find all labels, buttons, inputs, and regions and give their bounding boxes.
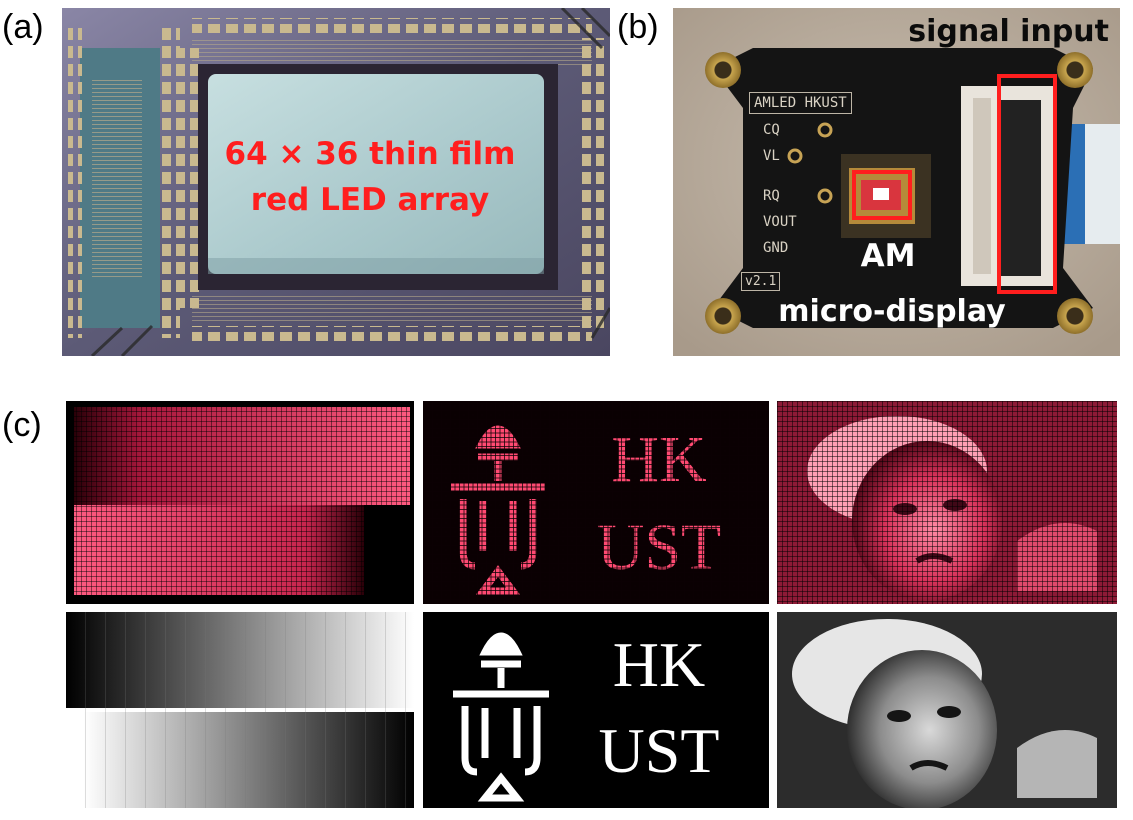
source-ust-text: UST [599, 715, 720, 786]
led-array-caption-line1: 64 × 36 thin film [224, 136, 516, 172]
am-label: AM [860, 238, 916, 274]
source-hkust-logo-graphic: HK UST [453, 629, 720, 802]
chip-micrograph: 64 × 36 thin film red LED array [62, 8, 610, 356]
panel-label-b: (b) [617, 8, 659, 46]
led-array-caption-line2: red LED array [250, 182, 490, 218]
led-hkust-logo-display: HK UST [423, 401, 769, 604]
source-hkust-logo-image: HK UST [423, 612, 769, 808]
pcb-pin-gnd: GND [763, 240, 789, 256]
signal-input-label: signal input [908, 14, 1109, 49]
source-portrait-graphic [777, 612, 1117, 808]
chip-micrograph-graphic [62, 8, 610, 356]
pcb-photo: AMLED HKUST CQ VL RQ VOUT GND v2.1 signa… [673, 8, 1120, 356]
led-hkust-logo-graphic: HK UST [423, 401, 769, 604]
pcb-pin-vout: VOUT [763, 214, 797, 230]
led-portrait-graphic [777, 401, 1117, 604]
pcb-version-label: v2.1 [741, 272, 781, 291]
source-hk-text: HK [613, 629, 705, 700]
source-gradient-graphic [66, 612, 414, 808]
pcb-brand-label: AMLED HKUST [749, 92, 852, 114]
led-gradient-graphic [66, 401, 414, 604]
micro-display-label: micro-display [778, 294, 1006, 329]
pcb-pin-vl: VL [763, 148, 780, 164]
pcb-graphic [673, 8, 1120, 356]
source-gradient-image [66, 612, 414, 808]
led-gradient-display [66, 401, 414, 604]
source-portrait-image [777, 612, 1117, 808]
pcb-pin-cq: CQ [763, 122, 780, 138]
pcb-pin-rq: RQ [763, 188, 780, 204]
led-portrait-display [777, 401, 1117, 604]
panel-label-c: (c) [2, 406, 42, 444]
panel-label-a: (a) [2, 8, 44, 46]
